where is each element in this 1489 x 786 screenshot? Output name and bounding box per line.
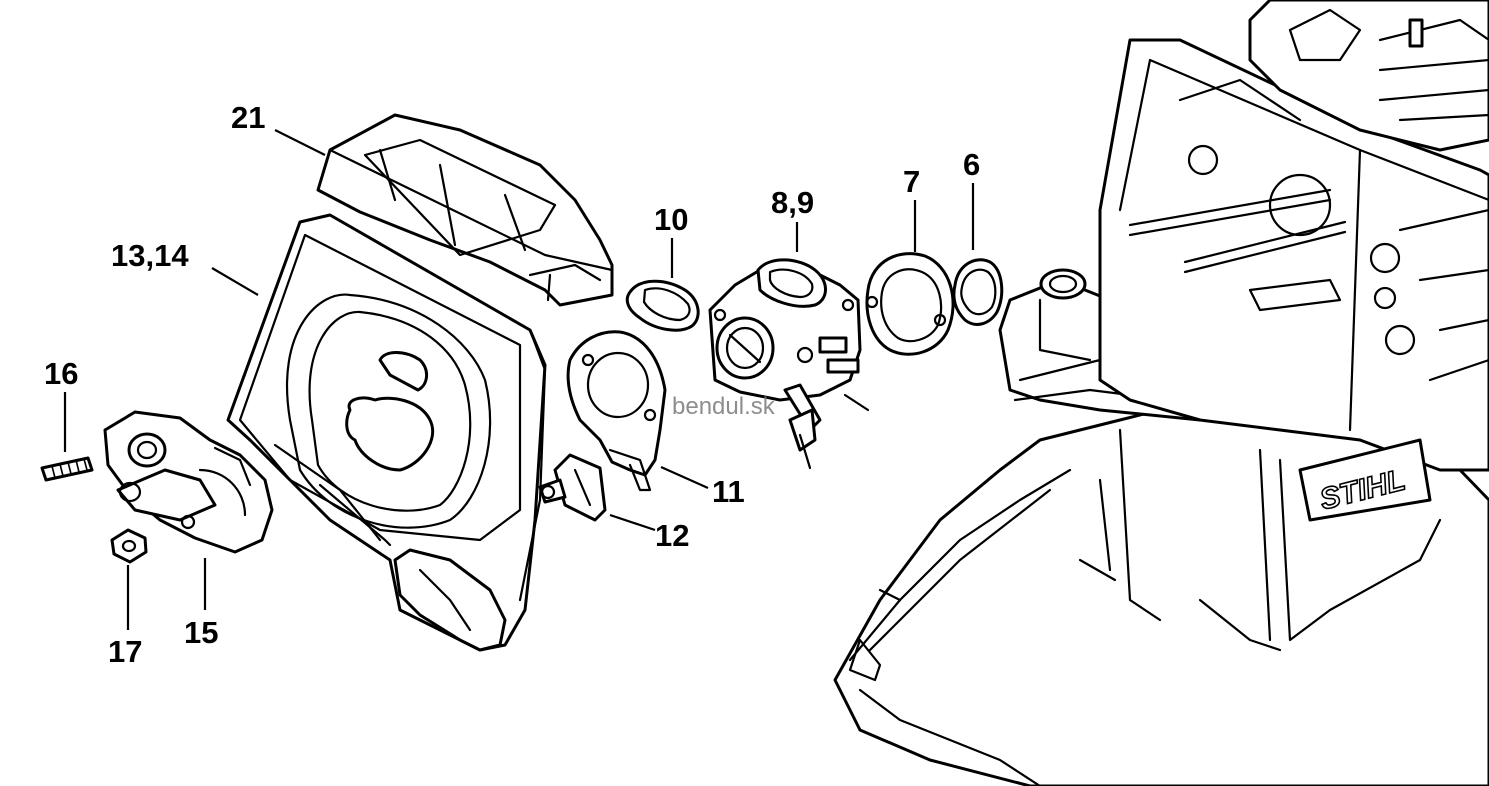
leader-13-14 <box>211 267 259 296</box>
air-filter-cover <box>316 113 614 307</box>
leader-12 <box>609 513 656 532</box>
callout-8-9: 8,9 <box>771 185 814 220</box>
callout-11: 11 <box>712 474 745 509</box>
leader-lines <box>63 129 975 630</box>
carburetor-gasket <box>566 330 667 492</box>
chainsaw-housing: STIHL <box>833 0 1489 786</box>
callout-10: 10 <box>654 202 688 237</box>
air-filter <box>226 213 547 652</box>
intake-ring <box>952 258 1004 326</box>
callout-7: 7 <box>903 164 920 199</box>
carburetor <box>708 258 870 470</box>
baffle <box>103 410 274 554</box>
callout-15: 15 <box>184 615 218 650</box>
callout-6: 6 <box>963 147 980 182</box>
flange-gasket <box>865 252 955 356</box>
manifold-sleeve <box>625 279 700 332</box>
nut <box>110 528 148 564</box>
callout-17: 17 <box>108 634 142 669</box>
callout-12: 12 <box>655 518 689 553</box>
callout-13-14: 13,14 <box>111 238 189 273</box>
callout-21: 21 <box>231 100 265 135</box>
callout-16: 16 <box>44 356 78 391</box>
watermark: bendul.sk <box>672 393 776 420</box>
fuel-fitting <box>538 453 607 522</box>
stud <box>40 456 94 482</box>
leader-21 <box>274 129 326 156</box>
leader-11 <box>660 465 709 490</box>
callout-labels: 21 13,14 10 8,9 7 6 16 11 12 15 17 <box>44 100 980 669</box>
